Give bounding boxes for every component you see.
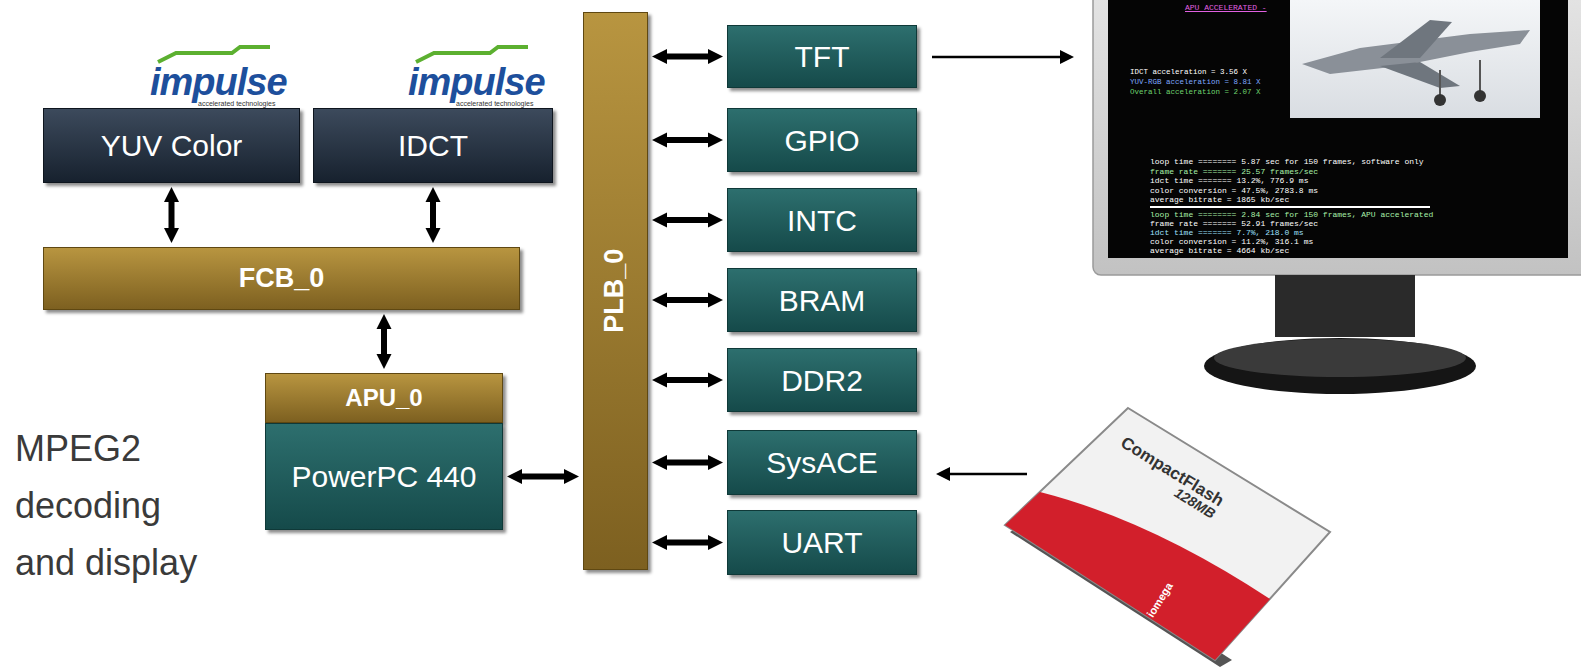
peripheral-box: UART [727,510,917,575]
screen-text: YUV-RGB acceleration = 8.81 X [1130,78,1261,87]
card-brand: CompactFlash [1117,433,1227,511]
screen-text: Overall acceleration = 2.07 X [1130,88,1261,97]
logo-text: impulse [408,60,545,104]
screen-text: color conversion = 47.5%, 2783.8 ms [1150,186,1318,195]
apu-band: APU_0 [265,373,503,423]
screen-text: frame rate ======= 25.57 frames/sec [1150,167,1318,176]
accelerator-box: YUV Color [43,108,300,183]
node-label: YUV Color [101,129,243,162]
processor-box: PowerPC 440 [265,423,503,530]
accelerator-box: IDCT [313,108,553,183]
node-label: FCB_0 [239,264,325,294]
logo-roof [158,47,270,62]
monitor-bezel [1093,0,1581,275]
screen-text: frame rate ======= 52.91 frames/sec [1150,219,1318,228]
screen-text: APU ACCELERATED - [1185,3,1267,12]
screen-photo [1290,0,1540,118]
node-label: UART [781,526,862,559]
jet-wheel [1474,90,1486,102]
screen-text: loop time ======== 5.87 sec for 150 fram… [1150,157,1424,166]
node-label: GPIO [784,124,859,157]
screen-text: average bitrate = 1865 kb/sec [1150,195,1289,204]
bus-connector [522,474,564,480]
bus-connector [381,329,387,354]
bus-connector [667,297,708,303]
jet-wheel [1434,94,1446,106]
logo-tagline: accelerated technologies [456,100,533,108]
node-label: PLB_0 [601,249,631,333]
screen-separator [1150,206,1430,208]
screen-text: loop time ======== 2.84 sec for 150 fram… [1150,210,1433,219]
node-label: PowerPC 440 [291,460,476,493]
peripheral-box: TFT [727,25,917,88]
node-label: BRAM [779,284,866,317]
bus-bar: PLB_0 [583,12,648,570]
screen-text: IDCT acceleration = 3.56 X [1130,68,1247,77]
screen-text: idct time ======= 7.7%, 218.0 ms [1150,228,1304,237]
monitor-base-top [1214,339,1466,377]
bus-connector [667,217,708,223]
jet-wing [1380,20,1452,58]
node-label: APU_0 [345,385,422,411]
bus-connector [667,137,708,143]
bus-connector [430,202,436,228]
bus-connector [667,54,708,60]
peripheral-box: BRAM [727,268,917,332]
monitor-screen [1108,0,1568,258]
jet-gear [1439,70,1441,96]
node-label: IDCT [398,129,468,162]
bus-bar: FCB_0 [43,247,520,310]
jet-wing [1380,62,1460,88]
bus-connector [667,540,708,546]
logo-roof [416,47,528,62]
card-red-band [1005,492,1270,660]
screen-text: average bitrate = 4664 kb/sec [1150,246,1289,255]
monitor-neck [1275,275,1415,337]
bus-connector [667,460,708,466]
node-label: TFT [795,40,850,73]
peripheral-box: DDR2 [727,348,917,412]
card-maker: iomega [1144,580,1175,620]
logo-tagline: accelerated technologies [198,100,275,108]
peripheral-box: SysACE [727,430,917,495]
node-label: INTC [787,204,857,237]
compactflash-card [1005,408,1330,660]
display-arrow [932,56,1060,59]
peripheral-box: GPIO [727,108,917,172]
caption-note: MPEG2 decoding and display [15,420,215,591]
node-label: DDR2 [781,364,863,397]
screen-text: color conversion = 11.2%, 316.1 ms [1150,237,1313,246]
node-label: SysACE [766,446,878,479]
bus-connector [667,377,708,383]
monitor-base [1204,338,1476,394]
logo-text: impulse [150,60,287,104]
screen-text: idct time ======= 13.2%, 776.9 ms [1150,176,1308,185]
card-arrow [950,473,1027,476]
peripheral-box: INTC [727,188,917,252]
jet-gear [1479,60,1481,92]
bus-connector [169,202,175,228]
